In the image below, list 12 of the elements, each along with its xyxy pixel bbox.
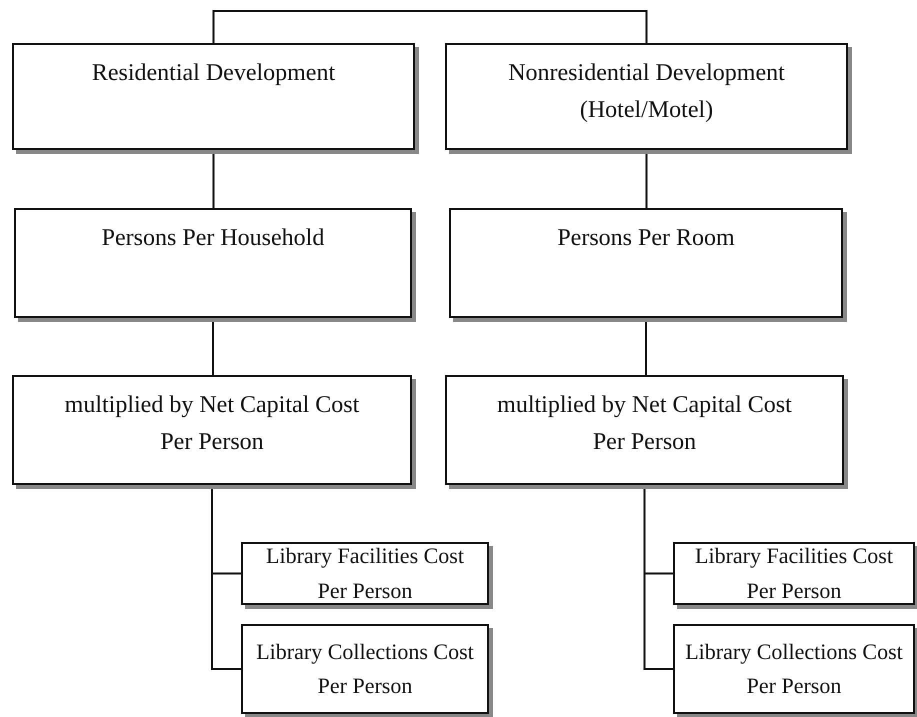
box-label: Library Facilities Cost Per Person xyxy=(265,542,465,604)
box-label: Persons Per Household xyxy=(102,224,324,253)
box-label: Persons Per Room xyxy=(557,224,735,253)
process-box xyxy=(673,624,915,714)
box-label: multiplied by Net Capital Cost Per Person xyxy=(496,391,793,458)
box-label: multiplied by Net Capital Cost Per Person xyxy=(64,391,360,458)
box-label: Nonresidential Development (Hotel/Motel) xyxy=(507,59,786,126)
connector-line xyxy=(212,10,648,43)
box-label: Library Collections Cost Per Person xyxy=(684,638,904,700)
box-label: Residential Development xyxy=(92,59,336,88)
box-label: Library Collections Cost Per Person xyxy=(255,638,475,700)
box-label: Library Facilities Cost Per Person xyxy=(694,542,894,604)
